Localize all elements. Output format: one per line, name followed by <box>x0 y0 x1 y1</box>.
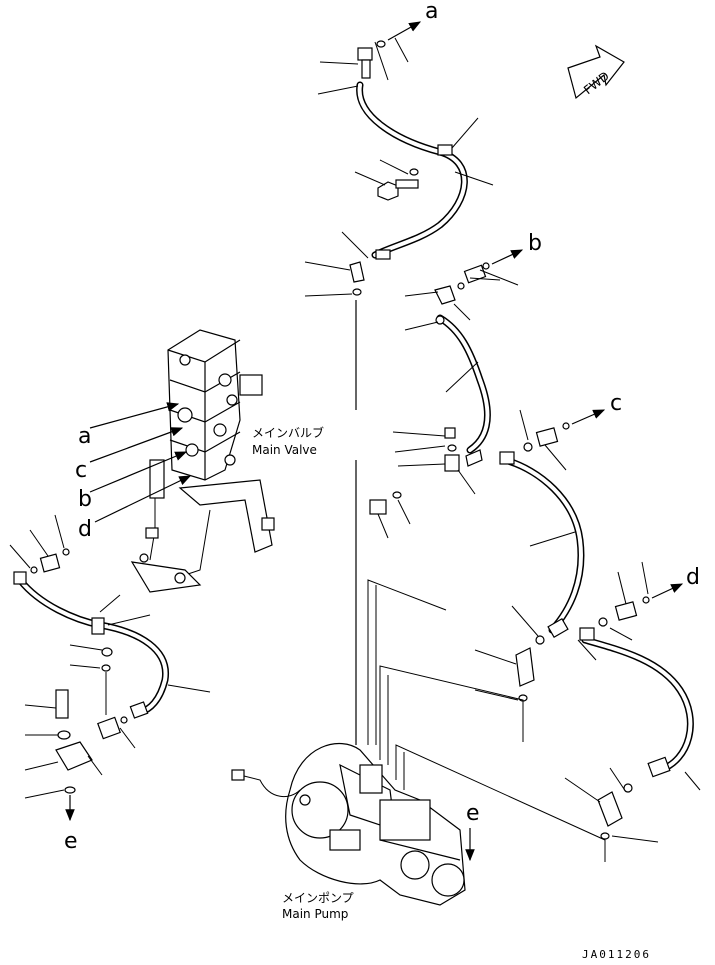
clamp-top <box>437 144 453 156</box>
elbow-fitting-b <box>434 285 456 305</box>
tee-fitting-center <box>369 427 483 539</box>
ref-d-top: d <box>686 565 700 590</box>
elbow-fitting-top <box>357 47 373 61</box>
ref-e-pump: e <box>466 801 480 826</box>
hose-assembly-a: a <box>317 0 494 260</box>
bolt <box>377 181 399 201</box>
elbow-fitting-d <box>597 791 623 827</box>
ref-b-top: b <box>528 231 542 256</box>
routing-lines <box>367 579 606 862</box>
ref-c-top: c <box>610 391 622 416</box>
main-valve: メインバルブ Main Valve a c b d <box>75 329 324 593</box>
hose-assembly-e: e <box>9 514 211 854</box>
fwd-label: FWD <box>581 69 612 97</box>
figure-code: JA011206 <box>582 948 651 961</box>
elbow-fitting-c <box>515 647 535 687</box>
ref-d-valve: d <box>78 517 92 542</box>
hose-assembly-b: b <box>404 231 542 454</box>
ref-c-valve: c <box>75 458 87 483</box>
pilot-line-center <box>304 261 365 745</box>
main-pump-label-en: Main Pump <box>282 907 348 921</box>
main-pump-label-jp: メインポンプ <box>282 891 354 905</box>
ref-a-valve: a <box>78 424 91 449</box>
hose-end-top <box>361 59 371 79</box>
hose-assembly-c: c <box>474 391 622 702</box>
hose-assembly-d: d <box>564 561 701 843</box>
main-valve-label-en: Main Valve <box>252 443 317 457</box>
main-pump: メインポンプ Main Pump e <box>231 742 480 921</box>
ref-a-top: a <box>425 0 438 24</box>
main-valve-label-jp: メインバルブ <box>252 425 324 440</box>
ref-e-left: e <box>64 829 78 854</box>
fwd-arrow: FWD <box>567 44 625 100</box>
ref-b-valve: b <box>78 487 92 512</box>
